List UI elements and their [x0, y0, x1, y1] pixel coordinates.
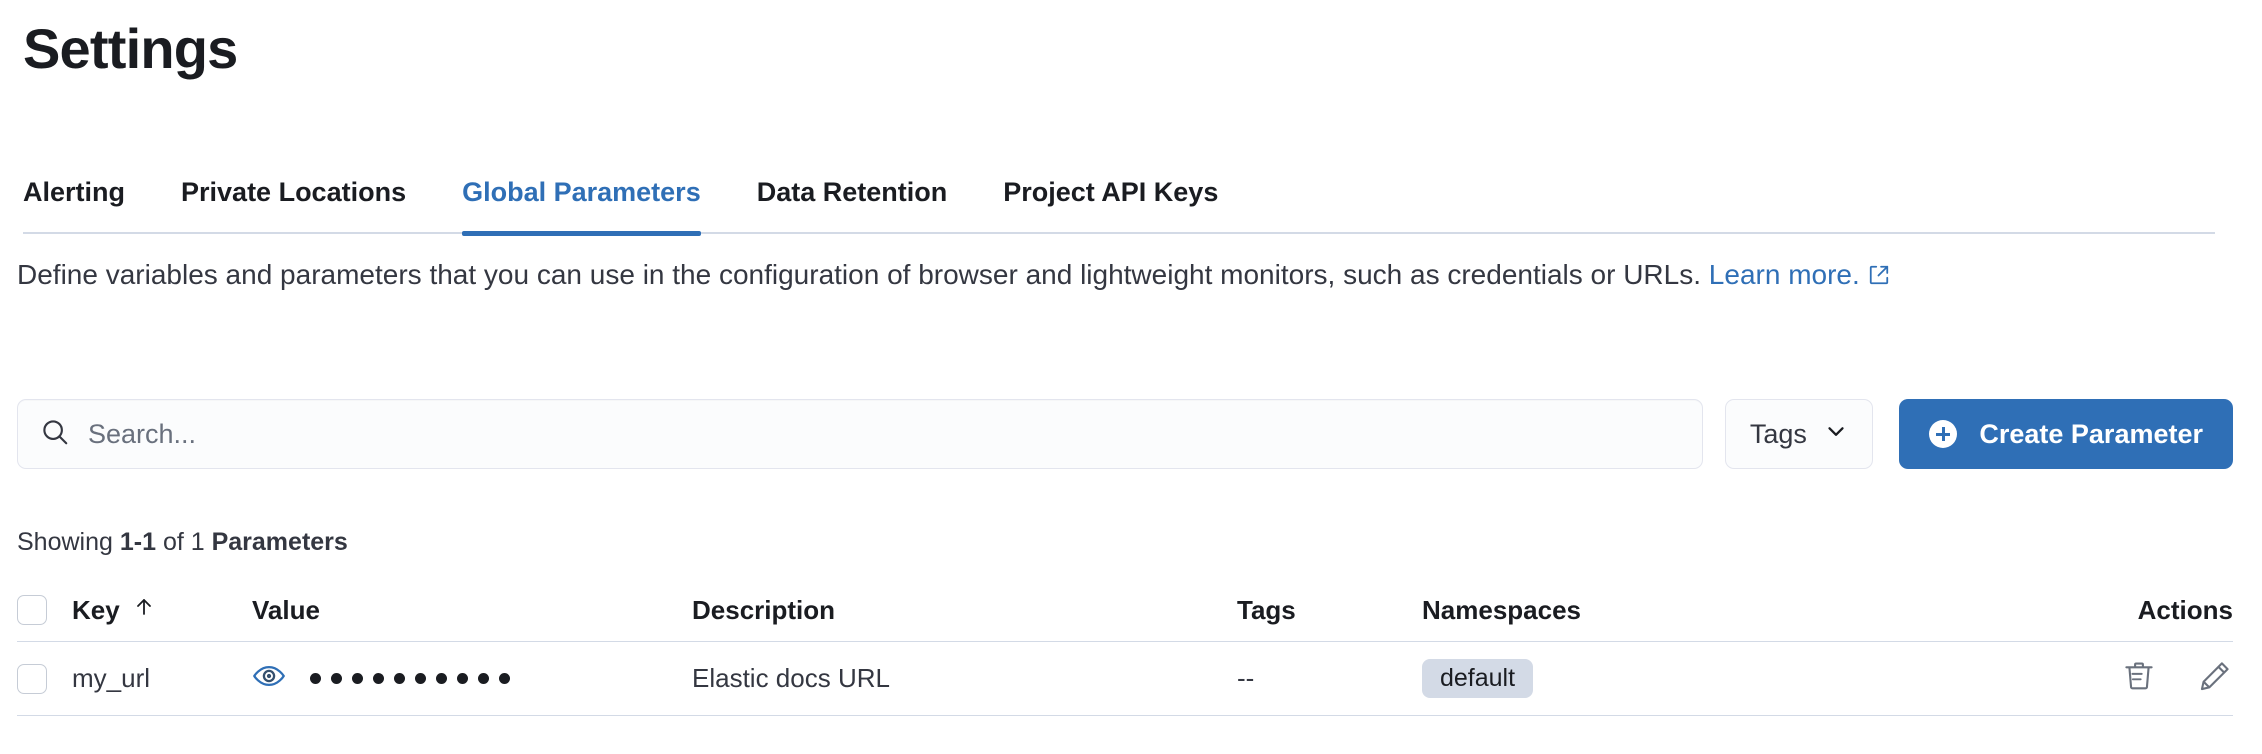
tab-label: Private Locations: [181, 176, 407, 207]
column-header-label: Tags: [1237, 594, 1296, 625]
column-header-value[interactable]: Value: [252, 595, 692, 626]
table-row: my_url Elastic docs URL -- default: [17, 642, 2233, 716]
results-count: Showing 1-1 of 1 Parameters: [17, 528, 348, 557]
page-title: Settings: [23, 17, 238, 80]
tab-global-parameters[interactable]: Global Parameters: [462, 150, 701, 236]
pencil-icon[interactable]: [2197, 658, 2233, 699]
cell-namespaces: default: [1422, 659, 2013, 698]
plus-circle-icon: [1929, 420, 1958, 448]
tab-data-retention[interactable]: Data Retention: [757, 150, 948, 234]
results-noun: Parameters: [211, 528, 348, 556]
row-checkbox[interactable]: [17, 663, 47, 694]
parameters-table: Key Value Description Tags Namespaces: [17, 579, 2233, 716]
table-header-row: Key Value Description Tags Namespaces: [17, 579, 2233, 642]
tab-label: Data Retention: [756, 176, 948, 207]
column-header-label: Key: [72, 594, 120, 625]
learn-more-label: Learn more.: [1708, 259, 1860, 290]
external-link-icon: [1868, 252, 1890, 301]
trash-icon[interactable]: [2121, 658, 2157, 699]
row-select-cell: [17, 663, 72, 694]
masked-value: [310, 673, 510, 684]
column-header-actions: Actions: [2013, 595, 2233, 626]
cell-key: my_url: [72, 663, 151, 693]
column-header-label: Actions: [2137, 594, 2233, 625]
description-text: Define variables and parameters that you…: [17, 259, 1702, 290]
results-prefix: Showing: [17, 528, 120, 556]
select-all-cell: [17, 595, 72, 625]
create-parameter-label: Create Parameter: [1979, 418, 2203, 449]
select-all-checkbox[interactable]: [17, 595, 47, 625]
tab-label: Alerting: [23, 176, 126, 207]
tab-private-locations[interactable]: Private Locations: [181, 150, 406, 234]
column-header-label: Description: [692, 594, 836, 625]
column-header-tags[interactable]: Tags: [1237, 595, 1422, 626]
cell-actions: [2013, 658, 2233, 699]
settings-tabs: Alerting Private Locations Global Parame…: [23, 150, 2215, 236]
tab-project-api-keys[interactable]: Project API Keys: [1003, 150, 1218, 234]
arrow-up-icon: [132, 595, 156, 626]
search-placeholder: Search...: [88, 418, 197, 449]
page-description: Define variables and parameters that you…: [17, 250, 2227, 301]
chevron-down-icon: [1823, 418, 1849, 451]
search-input[interactable]: Search...: [17, 399, 1704, 469]
column-header-key[interactable]: Key: [72, 595, 252, 626]
cell-tags: --: [1237, 663, 1255, 693]
tab-label: Global Parameters: [462, 176, 701, 207]
tags-filter-label: Tags: [1749, 418, 1807, 449]
tab-alerting[interactable]: Alerting: [23, 150, 125, 234]
eye-icon[interactable]: [252, 659, 286, 698]
column-header-description[interactable]: Description: [692, 595, 1237, 626]
column-header-label: Value: [252, 594, 320, 625]
namespace-badge: default: [1422, 659, 1534, 698]
tags-filter-button[interactable]: Tags: [1725, 399, 1874, 469]
learn-more-link[interactable]: Learn more.: [1709, 259, 1860, 290]
table-controls: Search... Tags Create Parameter: [17, 399, 2233, 469]
search-icon: [40, 417, 70, 452]
create-parameter-button[interactable]: Create Parameter: [1899, 399, 2233, 469]
results-range: 1-1: [119, 528, 156, 556]
results-middle: of 1: [156, 528, 212, 556]
cell-value: [252, 659, 692, 698]
column-header-namespaces[interactable]: Namespaces: [1422, 595, 2013, 626]
column-header-label: Namespaces: [1422, 594, 1581, 625]
cell-description: Elastic docs URL: [692, 663, 890, 693]
tab-label: Project API Keys: [1003, 176, 1219, 207]
